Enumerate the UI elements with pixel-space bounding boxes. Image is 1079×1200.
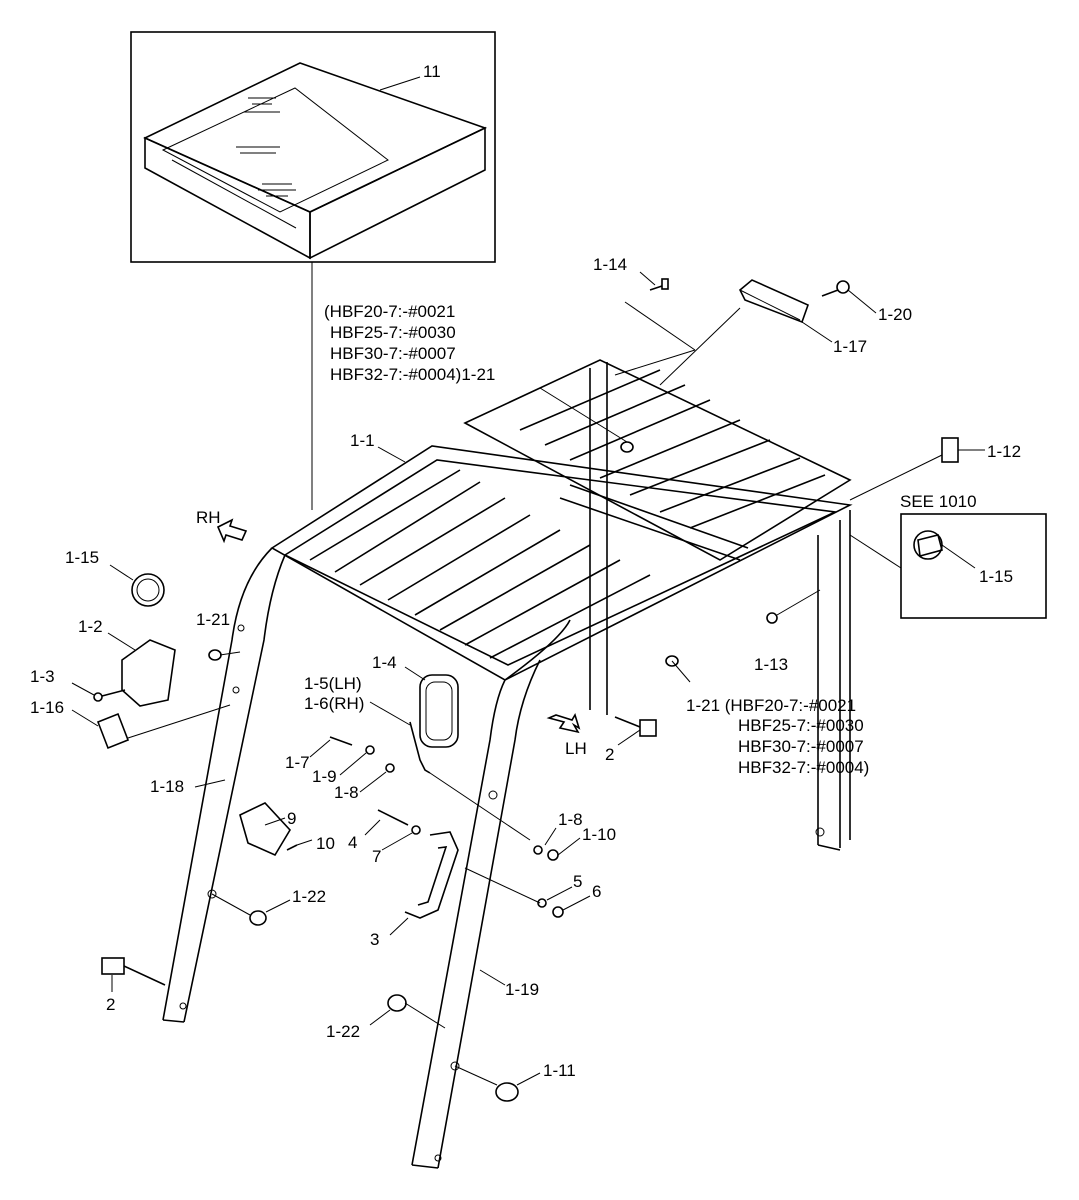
block-1-16 (71, 704, 231, 750)
work-lamp-1-15 (109, 564, 165, 607)
bracket-1-2 (107, 632, 176, 707)
bolt-4-washer-7 (364, 809, 421, 851)
label-1-10: 1-10 (582, 825, 616, 844)
label-11: 11 (423, 62, 441, 81)
label-2-right: 2 (605, 745, 614, 764)
label-1-8-left: 1-8 (334, 783, 359, 802)
label-1-22-upper: 1-22 (292, 887, 326, 906)
svg-text:1-21 (HBF20-7:-#0021: 1-21 (HBF20-7:-#0021 (686, 696, 856, 715)
label-1-1: 1-1 (350, 431, 375, 450)
bolt-1-14 (614, 271, 696, 376)
label-1-18: 1-18 (150, 777, 184, 796)
svg-text:HBF32-7:-#0004)1-21: HBF32-7:-#0004)1-21 (330, 365, 495, 384)
svg-text:HBF30-7:-#0007: HBF30-7:-#0007 (738, 737, 864, 756)
washer-1-11 (454, 1065, 541, 1102)
lh-arrow (546, 713, 581, 734)
label-9: 9 (287, 809, 296, 828)
inset-frame (130, 31, 496, 263)
bolt-2-right (614, 716, 657, 746)
label-1-22-lower: 1-22 (326, 1022, 360, 1041)
bolt-2-left (101, 957, 166, 992)
label-1-12: 1-12 (987, 442, 1021, 461)
cap-1-13 (766, 589, 821, 624)
screw-1-20 (821, 280, 877, 314)
label-3: 3 (370, 930, 379, 949)
washer-1-22-upper (211, 893, 291, 926)
label-1-13: 1-13 (754, 655, 788, 674)
label-1-8-right: 1-8 (558, 810, 583, 829)
model-note-right: 1-21 (HBF20-7:-#0021 HBF25-7:-#0030 HBF3… (686, 696, 869, 777)
label-1-15-see: 1-15 (979, 567, 1013, 586)
label-1-2: 1-2 (78, 617, 103, 636)
label-1-4: 1-4 (372, 653, 397, 672)
overhead-guard-frame (162, 359, 853, 1169)
svg-text:(HBF20-7:-#0021: (HBF20-7:-#0021 (324, 302, 455, 321)
label-1-11: 1-11 (543, 1061, 576, 1080)
lh-label: LH (565, 739, 587, 758)
washer-5-bolt-6 (464, 867, 591, 918)
rh-label: RH (196, 508, 221, 527)
label-1-19: 1-19 (505, 980, 539, 999)
label-1-17: 1-17 (833, 337, 867, 356)
label-1-20: 1-20 (878, 305, 912, 324)
manual-inset: 11 (130, 31, 496, 263)
label-1-7: 1-7 (285, 753, 310, 772)
bracket-9 (239, 802, 313, 857)
svg-text:HBF32-7:-#0004): HBF32-7:-#0004) (738, 758, 869, 777)
label-10: 10 (316, 834, 335, 853)
label-5: 5 (573, 872, 582, 891)
manual-book-drawing (143, 62, 488, 260)
washer-nut-1-8-1-10 (533, 827, 581, 861)
plug-1-21-right (665, 655, 691, 683)
mirror-fasteners (309, 736, 531, 841)
rh-arrow (216, 518, 248, 544)
model-note-top: (HBF20-7:-#0021 HBF25-7:-#0030 HBF30-7:-… (324, 302, 495, 384)
label-4: 4 (348, 833, 357, 852)
mirror-stay-1-5-1-6 (369, 701, 431, 774)
mirror-1-4 (404, 666, 459, 748)
label-6: 6 (592, 882, 601, 901)
svg-text:HBF30-7:-#0007: HBF30-7:-#0007 (330, 344, 456, 363)
label-1-9: 1-9 (312, 767, 337, 786)
label-1-5: 1-5(LH) (304, 674, 362, 693)
washer-1-22-lower (369, 994, 446, 1029)
label-1-6: 1-6(RH) (304, 694, 364, 713)
plug-1-21-top (539, 387, 634, 453)
label-1-3: 1-3 (30, 667, 55, 686)
label-1-21-left: 1-21 (196, 610, 230, 629)
label-1-15: 1-15 (65, 548, 99, 567)
see-1010-title: SEE 1010 (900, 492, 977, 511)
svg-text:HBF25-7:-#0030: HBF25-7:-#0030 (330, 323, 456, 342)
see-1010-box (849, 513, 1047, 619)
label-1-14: 1-14 (593, 255, 627, 274)
label-2-left: 2 (106, 995, 115, 1014)
screw-1-3 (71, 682, 126, 702)
rear-lamp-1-17 (659, 279, 833, 386)
clip-1-12 (849, 437, 985, 501)
plug-1-21-left (208, 649, 241, 661)
label-1-16: 1-16 (30, 698, 64, 717)
grip-3 (389, 831, 459, 936)
svg-text:HBF25-7:-#0030: HBF25-7:-#0030 (738, 716, 864, 735)
label-7: 7 (372, 847, 381, 866)
